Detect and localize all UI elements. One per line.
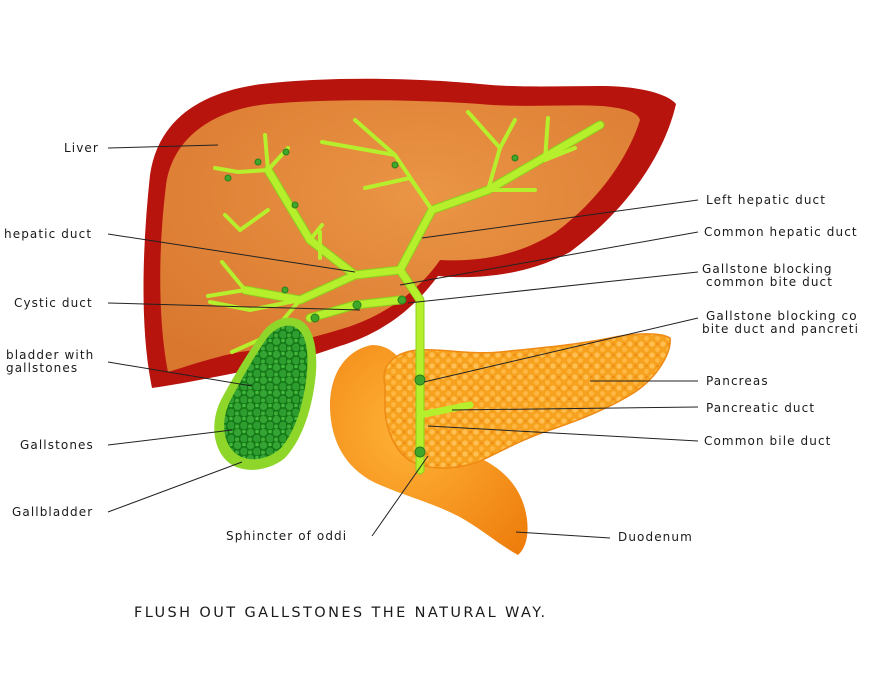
label-gallstone-blocking-both-line1: Gallstone blocking co: [706, 309, 858, 323]
label-cystic-duct: Cystic duct: [14, 296, 93, 310]
pancreas-shape: [383, 333, 671, 469]
label-gallstone-blocking-both-line2: bite duct and pancreti: [702, 322, 859, 336]
label-common-hepatic-duct: Common hepatic duct: [704, 225, 858, 239]
label-gallstone-blocking-line2: common bite duct: [706, 275, 833, 289]
gallbladder: [214, 317, 317, 470]
label-gallbladder-with-gallstones-line1: bladder with: [6, 348, 94, 362]
label-gallstone-blocking-line1: Gallstone blocking: [702, 262, 833, 276]
label-gallbladder-with-gallstones: bladder with gallstones: [6, 348, 99, 375]
label-gallbladder-with-gallstones-line2: gallstones: [6, 361, 78, 375]
label-gallstones: Gallstones: [20, 438, 94, 452]
label-gallbladder: Gallbladder: [12, 505, 93, 519]
label-liver: Liver: [64, 141, 99, 155]
label-sphincter-of-oddi: Sphincter of oddi: [226, 529, 347, 543]
leader-lines: [107, 144, 699, 539]
label-gallstone-blocking-bile-and-pancreatic: Gallstone blocking co bite duct and panc…: [702, 309, 863, 336]
label-right-hepatic-duct: hepatic duct: [4, 227, 92, 241]
label-common-bile-duct: Common bile duct: [704, 434, 831, 448]
label-duodenum: Duodenum: [618, 530, 693, 544]
gallstones-mass: [224, 325, 308, 460]
label-pancreas: Pancreas: [706, 374, 769, 388]
label-pancreatic-duct: Pancreatic duct: [706, 401, 815, 415]
bile-duct-tree: [206, 110, 605, 475]
label-gallstone-blocking-common-bile-duct: Gallstone blocking common bite duct: [702, 262, 838, 289]
caption: FLUSH OUT GALLSTONES THE NATURAL WAY.: [134, 605, 548, 621]
label-left-hepatic-duct: Left hepatic duct: [706, 193, 826, 207]
pancreas: [383, 333, 671, 469]
